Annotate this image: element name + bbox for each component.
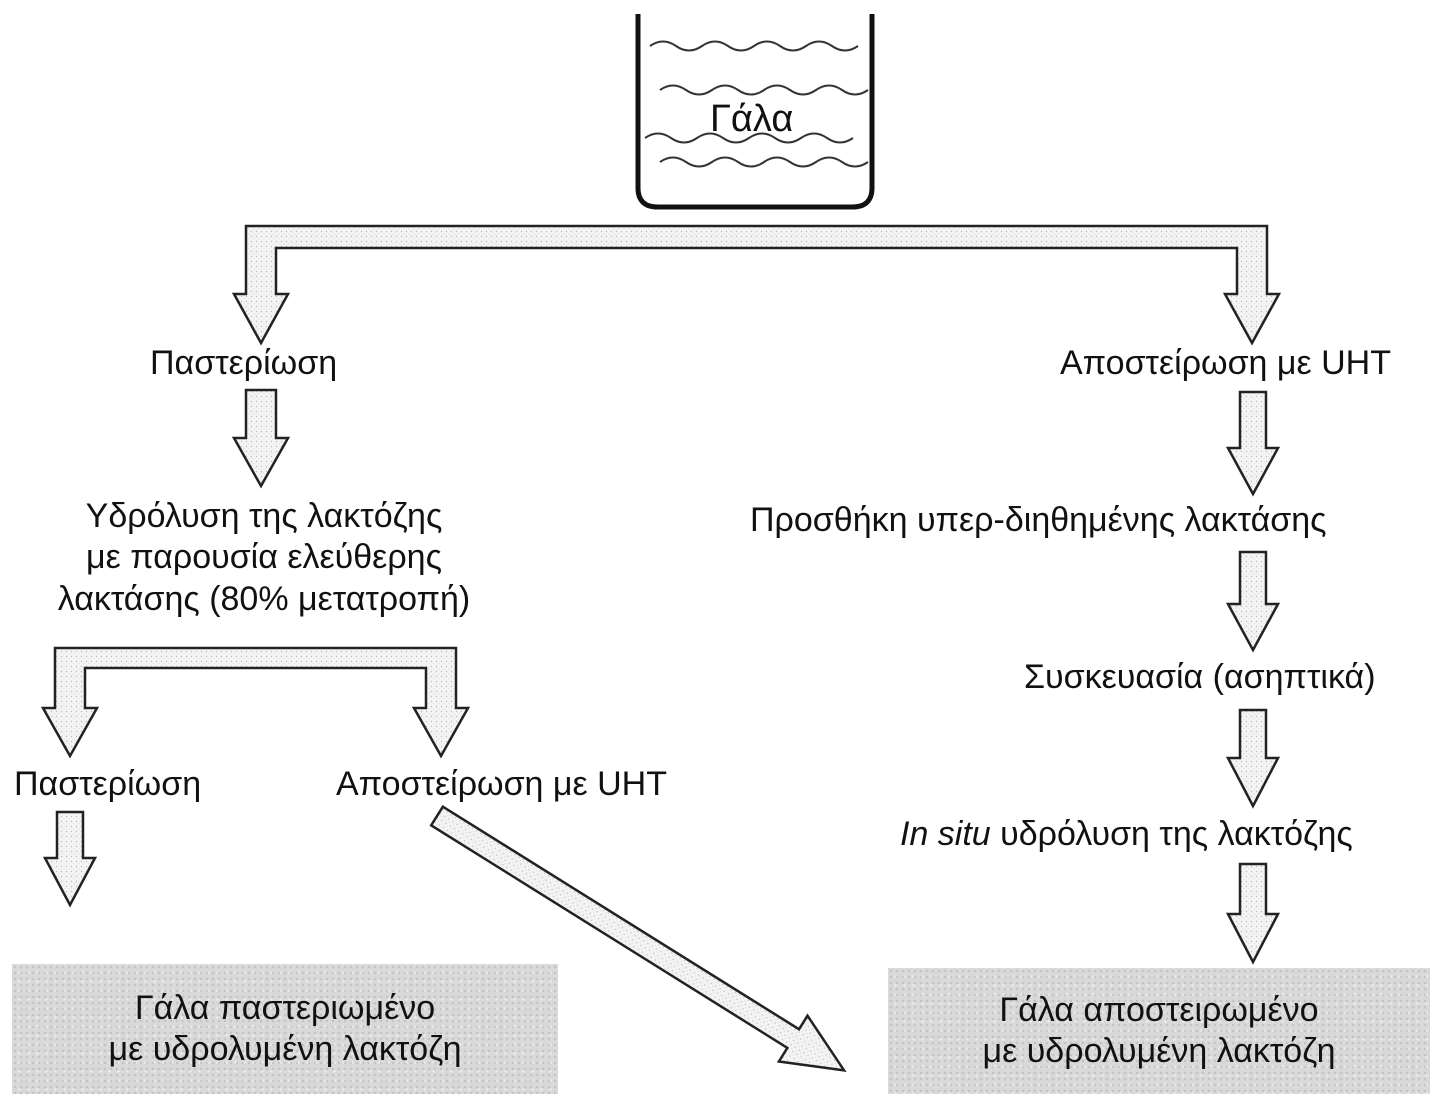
left-step1-label: Παστερίωση: [150, 344, 338, 382]
right-result-line2: με υδρολυμένη λακτόζη: [982, 1032, 1336, 1070]
left-step2-line3: λακτάσης (80% μετατροπή): [57, 579, 471, 618]
right-step4-rest: υδρόλυση της λακτόζης: [990, 815, 1353, 853]
top-split-arrow: [231, 224, 1282, 346]
milk-wave-1: [649, 40, 859, 52]
right-step1-label: Αποστείρωση με UHT: [1060, 344, 1391, 382]
arrow-right-step2-to-step3: [1225, 550, 1281, 653]
left-step2-line1: Υδρόλυση της λακτόζης: [85, 497, 443, 535]
left-result-line2: με υδρολυμένη λακτόζη: [108, 1030, 462, 1068]
right-step3-label: Συσκευασία (ασηπτικά): [1024, 658, 1376, 696]
left-sub-uht-label: Αποστείρωση με UHT: [336, 765, 667, 803]
left-step2-line2: με παρουσία ελεύθερης: [86, 538, 442, 577]
right-step4-label: In situ υδρόλυση της λακτόζης: [900, 814, 1353, 855]
milk-wave-3: [644, 132, 854, 144]
right-step4-italic: In situ: [900, 815, 991, 853]
arrow-right-step4-to-result: [1225, 862, 1281, 965]
milk-wave-2: [659, 84, 869, 96]
left-result-box: Γάλα παστεριωμένο με υδρολυμένη λακτόζη: [12, 964, 558, 1094]
milk-wave-4: [659, 156, 869, 168]
left-step2-label: Υδρόλυση της λακτόζης με παρουσία ελεύθε…: [14, 496, 514, 620]
right-step2-label: Προσθήκη υπερ-διηθημένης λακτάσης: [750, 501, 1327, 539]
left-result-line1: Γάλα παστεριωμένο: [134, 988, 436, 1027]
container-label: Γάλα: [710, 98, 794, 140]
left-sub-pasteurize-label: Παστερίωση: [14, 765, 202, 803]
arrow-uht-to-right-result: [429, 804, 847, 1072]
arrow-pasteurize-to-result: [42, 810, 98, 908]
right-result-box: Γάλα αποστειρωμένο με υδρολυμένη λακτόζη: [888, 968, 1430, 1094]
arrow-right-step3-to-step4: [1225, 708, 1281, 809]
arrow-right-step1-to-step2: [1225, 390, 1281, 497]
milk-container: [635, 14, 875, 210]
left-split-arrow: [40, 646, 471, 759]
arrow-left-step1-to-step2: [231, 388, 291, 489]
right-result-line1: Γάλα αποστειρωμένο: [999, 990, 1319, 1029]
